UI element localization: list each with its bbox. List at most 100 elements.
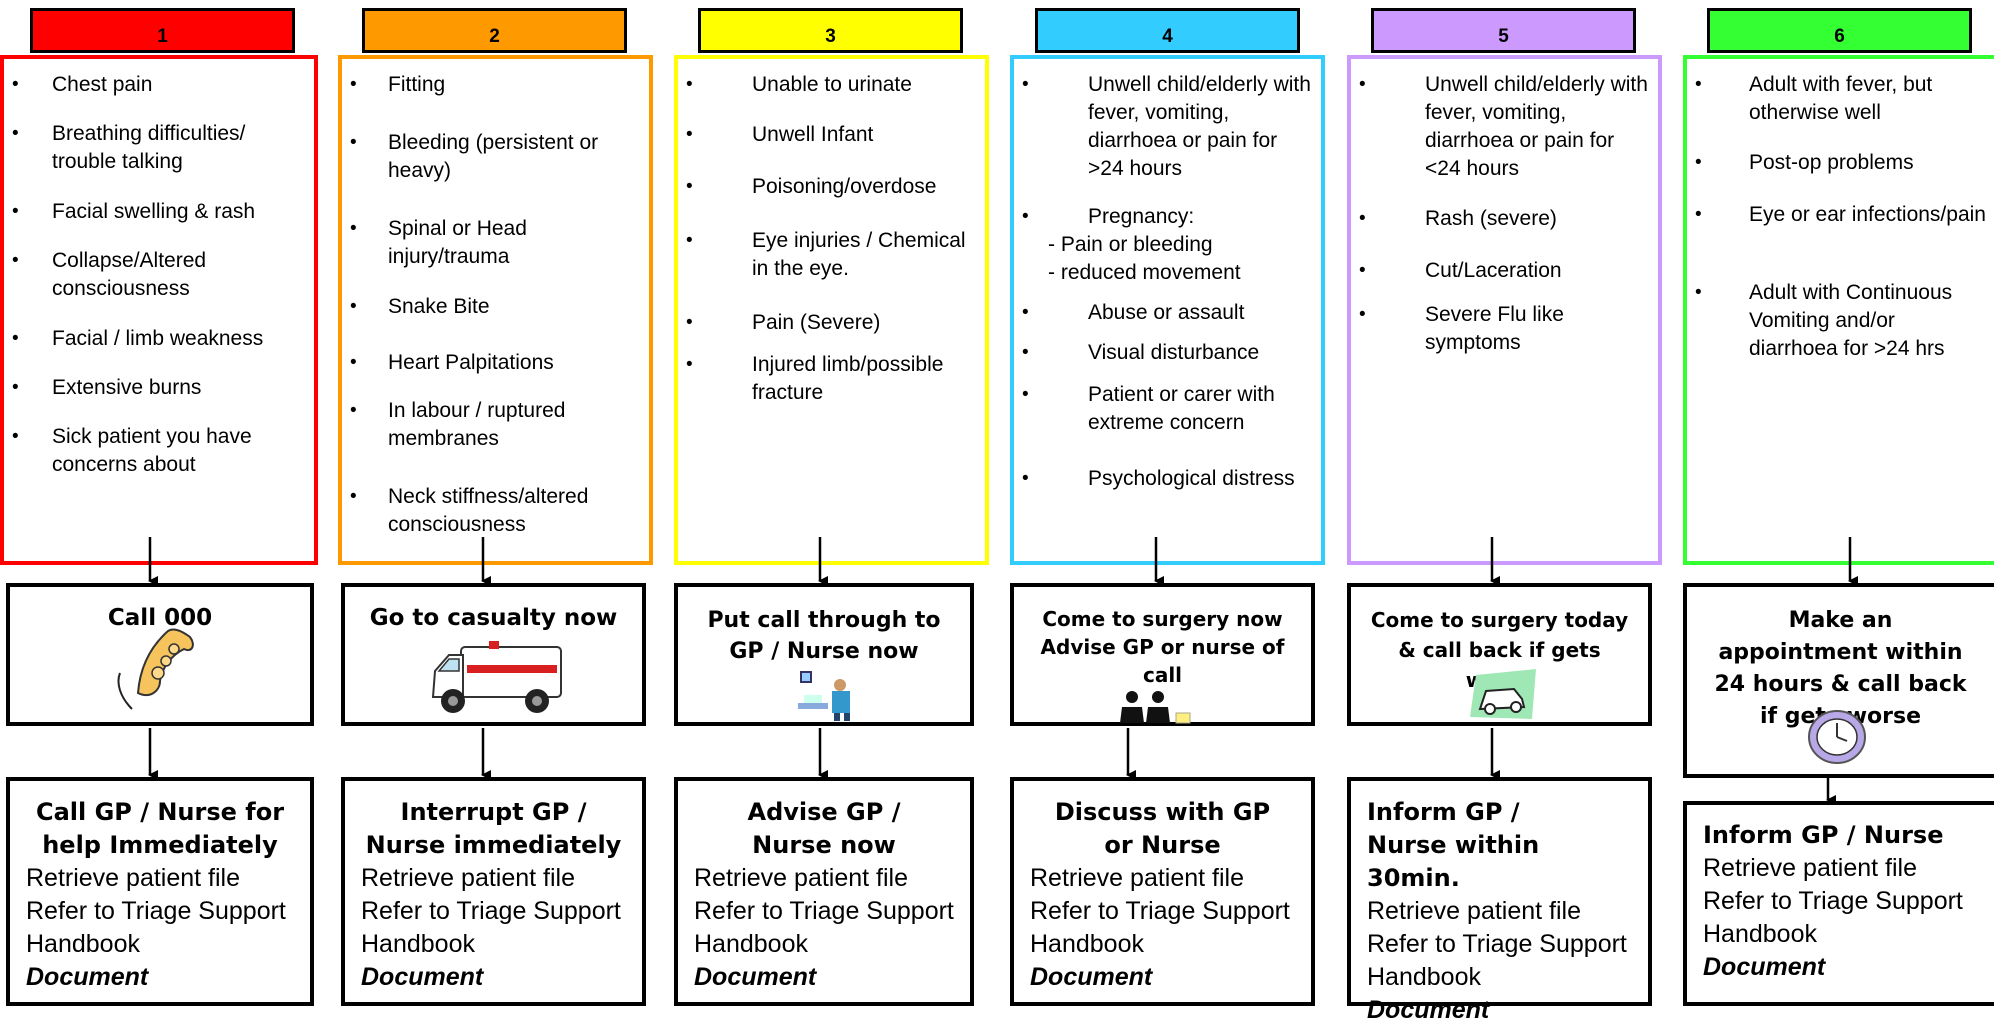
header-5: 5: [1371, 8, 1636, 53]
inform-line: Refer to Triage Support Handbook: [694, 897, 954, 958]
symptom-item: •Unable to urinate: [686, 73, 912, 96]
header-number: 6: [1834, 25, 1845, 47]
inform-line: Retrieve patient file: [1367, 897, 1582, 925]
document-label: Document: [694, 963, 817, 991]
symptom-item: •Rash (severe): [1359, 207, 1557, 230]
action-box-2: Go to casualty now: [341, 583, 646, 726]
symptom-item: •Abuse or assault: [1022, 301, 1245, 324]
header-1: 1: [30, 8, 295, 53]
inform-line: Retrieve patient file: [361, 864, 576, 892]
inform-title: Interrupt GP / Nurse immediately: [365, 798, 622, 859]
symptom-item: •Post-op problems: [1695, 151, 1914, 174]
header-number: 2: [489, 25, 500, 47]
header-4: 4: [1035, 8, 1300, 53]
symptom-item: •Severe Flu like symptoms: [1359, 303, 1564, 354]
symptom-item: •Neck stiffness/altered consciousness: [350, 485, 589, 536]
symptom-list: •Unwell child/elderly with fever, vomiti…: [1359, 71, 1650, 357]
doctor-icon: [798, 671, 850, 721]
symptom-item: •Heart Palpitations: [350, 351, 554, 374]
pregnancy-sublist: - Pain or bleeding - reduced movement: [1022, 231, 1313, 299]
symptom-item: •Pain (Severe): [686, 311, 881, 334]
people-icon: [1120, 691, 1191, 724]
inform-title: Inform GP / Nurse: [1703, 821, 1944, 849]
symptom-item: •Pregnancy:: [1022, 205, 1195, 228]
inform-line: Refer to Triage Support Handbook: [1703, 887, 1963, 948]
document-label: Document: [1030, 963, 1153, 991]
inform-title: Discuss with GP or Nurse: [1054, 798, 1271, 859]
telephone-icon: [117, 628, 194, 710]
document-label: Document: [26, 963, 149, 991]
symptoms-box-1: •Chest pain •Breathing difficulties/ tro…: [0, 55, 318, 565]
symptom-list: •Unable to urinate •Unwell Infant •Poiso…: [686, 71, 977, 407]
symptom-item: •Bleeding (persistent or heavy): [350, 131, 599, 182]
action-box-3: Put call through to GP / Nurse now: [674, 583, 974, 726]
inform-box-2: Interrupt GP / Nurse immediately Retriev…: [341, 777, 646, 1006]
pregnancy-sub-item: - Pain or bleeding: [1048, 233, 1213, 256]
inform-box-3: Advise GP / Nurse now Retrieve patient f…: [674, 777, 974, 1006]
header-number: 1: [157, 25, 168, 47]
inform-line: Refer to Triage Support Handbook: [361, 897, 621, 958]
inform-box-6: Inform GP / Nurse Retrieve patient file …: [1683, 801, 1994, 1006]
symptom-item: •Unwell child/elderly with fever, vomiti…: [1022, 73, 1311, 180]
action-label: Come to surgery now Advise GP or nurse o…: [1040, 607, 1285, 687]
symptom-item: •Adult with Continuous Vomiting and/or d…: [1695, 281, 1953, 360]
inform-line: Refer to Triage Support Handbook: [1030, 897, 1290, 958]
symptom-item: •Eye injuries / Chemical in the eye.: [686, 229, 966, 280]
document-label: Document: [1703, 953, 1826, 981]
symptom-item: •Breathing difficulties/ trouble talking: [12, 122, 246, 173]
ambulance-icon: [431, 641, 562, 713]
action-label: Make an appointment within 24 hours & ca…: [1714, 608, 1967, 729]
header-6: 6: [1707, 8, 1972, 53]
header-3: 3: [698, 8, 963, 53]
action-label: Call 000: [107, 605, 213, 631]
symptom-item: •Facial swelling & rash: [12, 200, 256, 223]
inform-title: Call GP / Nurse for help Immediately: [35, 798, 285, 859]
symptom-item: •Chest pain: [12, 73, 153, 96]
action-box-1: Call 000: [6, 583, 314, 726]
symptom-item: •Poisoning/overdose: [686, 175, 937, 198]
symptoms-box-6: •Adult with fever, but otherwise well •P…: [1683, 55, 1994, 565]
symptom-item: •Fitting: [350, 73, 446, 96]
action-box-5: Come to surgery today & call back if get…: [1347, 583, 1652, 726]
document-label: Document: [361, 963, 484, 991]
symptom-item: •Injured limb/possible fracture: [686, 353, 944, 404]
symptom-item: •Cut/Laceration: [1359, 259, 1562, 282]
symptoms-box-2: •Fitting •Bleeding (persistent or heavy)…: [338, 55, 653, 565]
symptom-item: •Adult with fever, but otherwise well: [1695, 73, 1933, 124]
inform-line: Retrieve patient file: [1030, 864, 1245, 892]
symptoms-box-5: •Unwell child/elderly with fever, vomiti…: [1347, 55, 1662, 565]
symptom-item: •Psychological distress: [1022, 467, 1295, 490]
symptom-list: •Chest pain •Breathing difficulties/ tro…: [12, 71, 306, 479]
inform-line: Refer to Triage Support Handbook: [26, 897, 286, 958]
inform-box-1: Call GP / Nurse for help Immediately Ret…: [6, 777, 314, 1006]
symptom-item: •Unwell child/elderly with fever, vomiti…: [1359, 73, 1648, 180]
inform-line: Retrieve patient file: [694, 864, 909, 892]
symptom-item: •Unwell Infant: [686, 123, 874, 146]
inform-title: Inform GP / Nurse within 30min.: [1367, 798, 1540, 892]
symptoms-box-4: •Unwell child/elderly with fever, vomiti…: [1010, 55, 1325, 565]
symptoms-box-3: •Unable to urinate •Unwell Infant •Poiso…: [674, 55, 989, 565]
clock-icon: [1808, 710, 1866, 764]
header-number: 4: [1162, 25, 1173, 47]
inform-title: Advise GP / Nurse now: [747, 798, 901, 859]
symptom-item: •Facial / limb weakness: [12, 327, 264, 350]
inform-line: Retrieve patient file: [1703, 854, 1918, 882]
symptom-item: •In labour / ruptured membranes: [350, 399, 566, 450]
symptom-item: •Eye or ear infections/pain: [1695, 203, 1986, 226]
symptom-item: •Sick patient you have concerns about: [12, 425, 252, 476]
action-label: Go to casualty now: [369, 605, 618, 631]
header-number: 5: [1498, 25, 1509, 47]
symptom-list: •Unwell child/elderly with fever, vomiti…: [1022, 71, 1313, 493]
document-label: Document: [1367, 996, 1490, 1024]
symptom-item: •Collapse/Altered consciousness: [12, 249, 207, 300]
inform-line: Retrieve patient file: [26, 864, 241, 892]
inform-box-5: Inform GP / Nurse within 30min. Retrieve…: [1347, 777, 1652, 1024]
symptom-item: •Extensive burns: [12, 376, 202, 399]
action-box-4: Come to surgery now Advise GP or nurse o…: [1010, 583, 1315, 726]
symptom-item: •Patient or carer with extreme concern: [1022, 383, 1275, 434]
header-number: 3: [825, 25, 836, 47]
inform-line: Refer to Triage Support Handbook: [1367, 930, 1627, 991]
symptom-list: •Adult with fever, but otherwise well •P…: [1695, 71, 1986, 363]
symptom-item: •Visual disturbance: [1022, 341, 1260, 364]
header-2: 2: [362, 8, 627, 53]
